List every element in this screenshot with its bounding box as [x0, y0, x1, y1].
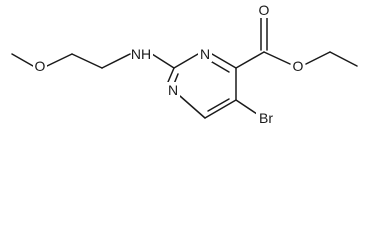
bond-c4-n1-inner [211, 61, 230, 73]
bond-methyl-o [11, 53, 34, 67]
atom-label-nh: NH [131, 46, 151, 62]
bond-n3-c6 [179, 95, 206, 119]
bond-ch2-ch2 [71, 53, 103, 69]
bond-n1-c2 [173, 53, 199, 69]
bond-carbonyl-c-o [263, 51, 291, 65]
bond-c5-br [235, 99, 258, 115]
bond-ch2-nh [101, 53, 131, 69]
atom-label-br: Br [259, 110, 273, 126]
bond-c4-carbonyl-c [235, 51, 265, 69]
bonds [11, 17, 358, 119]
atom-nh: NH [131, 46, 153, 62]
atom-labels: O NH N N O O Br [33, 2, 305, 126]
bond-o-ch2 [46, 53, 73, 67]
bond-c6-c5 [204, 99, 237, 119]
atom-label-o-ester: O [293, 58, 304, 74]
atom-n3: N [166, 82, 180, 98]
bond-c4-n1 [211, 53, 237, 69]
atom-label-n3: N [168, 82, 178, 98]
atom-o-methoxy: O [33, 58, 47, 74]
atom-o-carbonyl: O [257, 2, 271, 18]
bond-c2-n3 [167, 67, 175, 83]
atom-label-n1: N [200, 46, 210, 62]
atom-br: Br [256, 110, 276, 126]
bond-ethyl-ch2-ch3 [329, 51, 358, 67]
atom-n1: N [198, 46, 212, 62]
atom-label-o-carbonyl: O [259, 2, 270, 18]
bond-o-ethyl-ch2 [305, 51, 331, 65]
chemical-structure-drawing: O NH N N O O Br [11, 2, 358, 126]
atom-label-o-methoxy: O [35, 58, 46, 74]
atom-o-ester: O [291, 58, 305, 74]
bond-c6-c5-inner [207, 98, 230, 112]
bond-nh-c2 [151, 53, 175, 69]
